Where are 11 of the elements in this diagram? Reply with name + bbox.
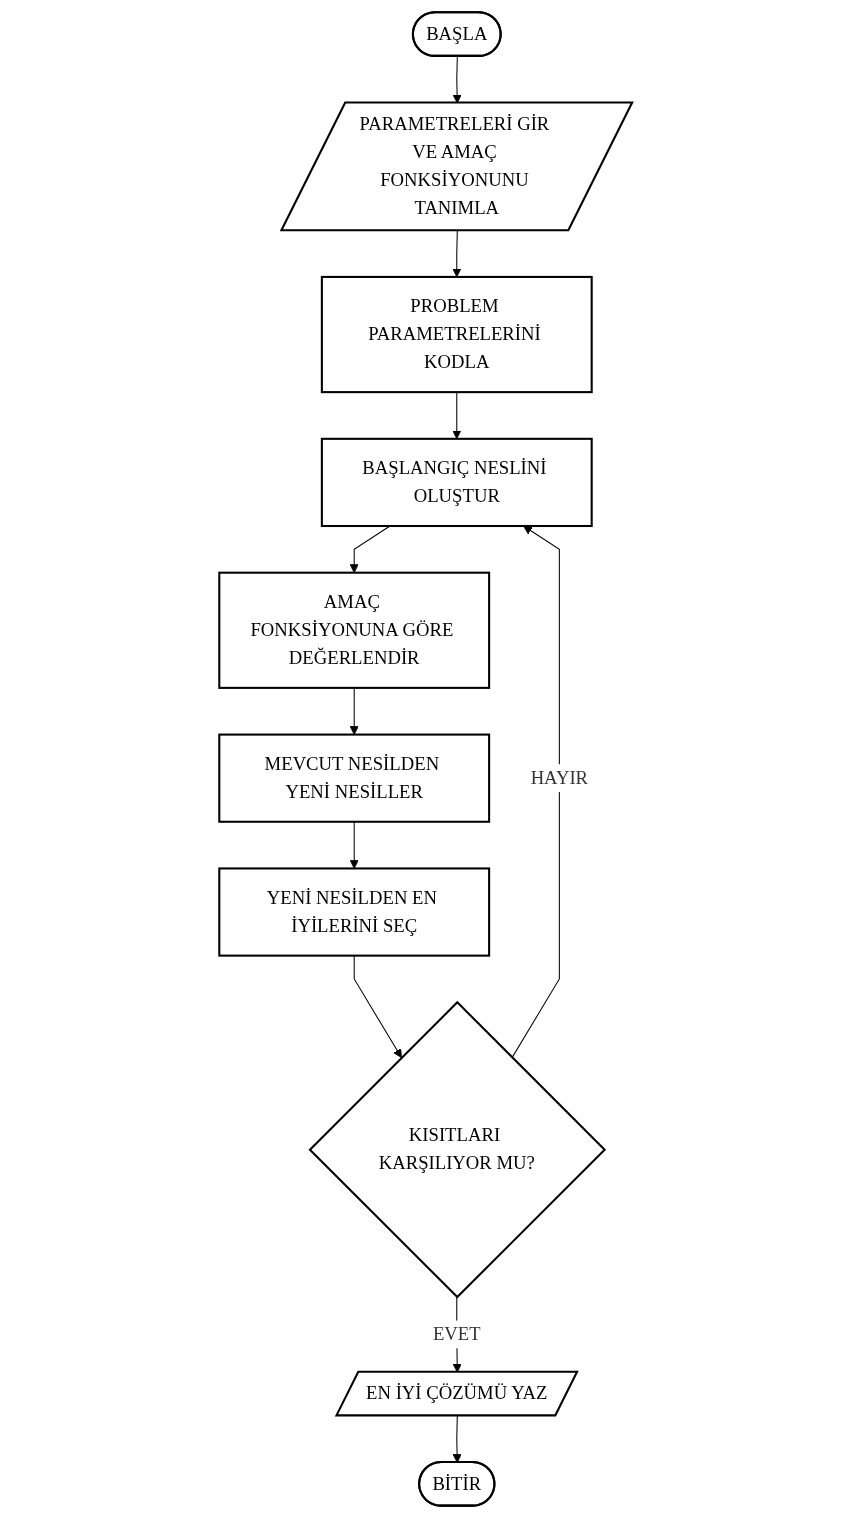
arrow [353, 955, 402, 1059]
node-diamond: KISITLARI KARŞILIYOR MU? [308, 1000, 606, 1299]
arrow [452, 1415, 462, 1463]
node-box: AMAÇ FONKSİYONUNA GÖRE DEĞERLENDİR [218, 571, 490, 689]
node-box: BAŞLANGIÇ NESLİNİ OLUŞTUR [320, 437, 593, 528]
node-box: PROBLEM PARAMETRELERİNİ KODLA [320, 275, 593, 394]
edge-label: HAYIR [530, 767, 588, 789]
arrow [349, 821, 359, 869]
node-box: YENİ NESİLDEN EN İYİLERİNİ SEÇ [218, 867, 490, 957]
node-box: MEVCUT NESİLDEN YENİ NESİLLER [218, 733, 490, 823]
edge-label: EVET [432, 1323, 481, 1345]
